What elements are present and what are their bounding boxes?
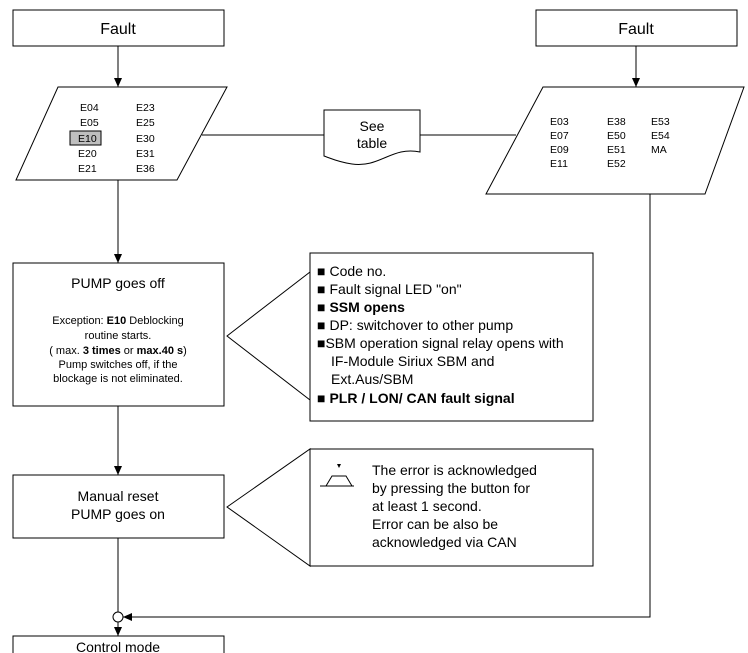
- fault-codes-left: E04 E05 E10 E20 E21 E23 E25 E30 E31 E36: [15, 86, 228, 181]
- pump-off-line5: blockage is not eliminated.: [53, 373, 183, 385]
- see-table-line2: table: [357, 135, 388, 151]
- pump-off-line3: ( max. 3 times or max.40 s): [49, 345, 187, 357]
- fault-box-left: Fault: [12, 9, 225, 47]
- ack-note-box: The error is acknowledged by pressing th…: [309, 448, 594, 567]
- manual-reset-line2: PUMP goes on: [71, 506, 165, 522]
- control-mode-box: Control mode: [12, 635, 225, 653]
- action-item-4: ■DP: switchover to other pump: [317, 317, 513, 333]
- code-e20: E20: [78, 148, 97, 160]
- code-e30: E30: [136, 133, 155, 145]
- code-e03: E03: [550, 116, 569, 128]
- action-item-6: ■PLR / LON/ CAN fault signal: [317, 390, 515, 406]
- pump-off-box: PUMP goes off Exception: E10 Deblocking …: [12, 262, 225, 407]
- action-item-1: ■Code no.: [317, 263, 386, 279]
- highlight-e10: [69, 130, 102, 146]
- control-mode-label: Control mode: [76, 639, 160, 653]
- code-e07: E07: [550, 130, 569, 142]
- code-e51: E51: [607, 144, 626, 156]
- ack-line3: at least 1 second.: [372, 498, 482, 514]
- code-e52: E52: [607, 158, 626, 170]
- code-e25: E25: [136, 117, 155, 129]
- path-right-to-junction: [123, 194, 651, 621]
- code-e54: E54: [651, 130, 670, 142]
- code-e21: E21: [78, 163, 97, 175]
- code-e53: E53: [651, 116, 670, 128]
- ack-line4: Error can be also be: [372, 516, 498, 532]
- pump-off-title: PUMP goes off: [71, 275, 165, 291]
- pump-off-line2: routine starts.: [85, 330, 152, 342]
- code-e23: E23: [136, 102, 155, 114]
- code-e05: E05: [80, 117, 99, 129]
- see-table-doc: See table: [323, 109, 421, 165]
- fault-codes-right: E03 E07 E09 E11 E38 E50 E51 E52 E53 E54 …: [485, 86, 745, 195]
- code-ma: MA: [651, 144, 667, 156]
- ack-line2: by pressing the button for: [372, 480, 530, 496]
- fault-label-right: Fault: [618, 21, 654, 38]
- action-item-5b: IF-Module Siriux SBM and: [331, 353, 494, 369]
- code-e38: E38: [607, 116, 626, 128]
- action-item-2: ■Fault signal LED "on": [317, 281, 462, 297]
- manual-reset-box: Manual reset PUMP goes on: [12, 474, 225, 539]
- code-e04: E04: [80, 102, 99, 114]
- code-e50: E50: [607, 130, 626, 142]
- fault-label-left: Fault: [100, 21, 136, 38]
- see-table-line1: See: [360, 118, 385, 134]
- big-arrow-ack: [226, 448, 315, 567]
- pump-off-line4: Pump switches off, if the: [58, 359, 177, 371]
- actions-box: ■Code no. ■Fault signal LED "on" ■SSM op…: [309, 252, 594, 422]
- action-item-3: ■SSM opens: [317, 299, 405, 315]
- push-button-icon: [320, 464, 354, 487]
- ack-line5: acknowledged via CAN: [372, 534, 517, 550]
- action-item-5c: Ext.Aus/SBM: [331, 371, 413, 387]
- fault-box-right: Fault: [535, 9, 738, 47]
- code-e31: E31: [136, 148, 155, 160]
- code-e11: E11: [550, 158, 568, 170]
- code-e36: E36: [136, 163, 155, 175]
- code-e10: E10: [78, 133, 97, 145]
- junction-circle: [112, 611, 124, 623]
- action-item-5: ■SBM operation signal relay opens with: [317, 335, 564, 351]
- ack-line1: The error is acknowledged: [372, 462, 537, 478]
- big-arrow-actions: [226, 270, 315, 402]
- code-e09: E09: [550, 144, 569, 156]
- manual-reset-line1: Manual reset: [78, 488, 159, 504]
- pump-off-exception: Exception: E10 Deblocking: [52, 315, 183, 327]
